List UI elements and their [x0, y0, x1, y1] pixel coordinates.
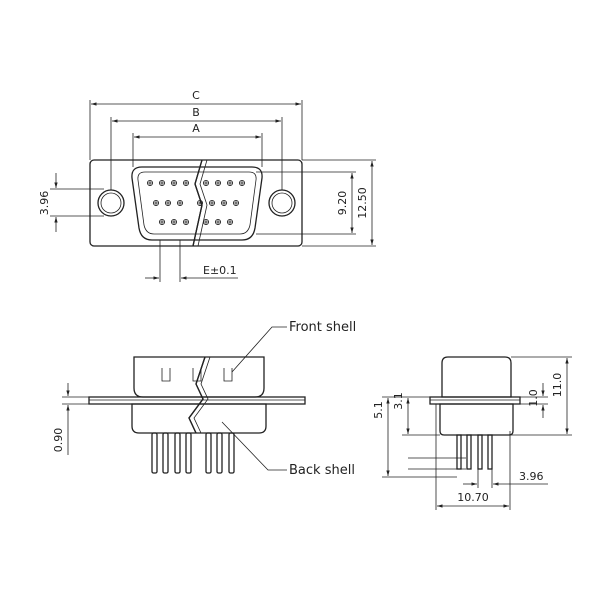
mounting-hole-left	[97, 189, 125, 217]
dim-a-label: A	[192, 122, 200, 135]
end-front-shell	[441, 356, 512, 398]
dim-090-label: 0.90	[52, 428, 65, 453]
pin-contact	[220, 199, 227, 206]
flange-outline	[89, 159, 303, 247]
solder-pin	[185, 432, 192, 474]
solder-pin	[151, 432, 158, 474]
pin-grid	[146, 179, 245, 225]
end-flange	[429, 396, 521, 405]
solder-pin	[228, 432, 235, 474]
solder-pin	[216, 432, 223, 474]
dim-31-label: 3.1	[392, 392, 405, 410]
pin-contact	[196, 199, 203, 206]
pin-contact	[202, 179, 209, 186]
dim-110-label: 11.0	[551, 373, 564, 398]
pin-contact	[152, 199, 159, 206]
dim-b-label: B	[192, 106, 200, 119]
mounting-hole-right	[268, 189, 296, 217]
pin-contact	[158, 218, 165, 225]
pin-contact	[226, 218, 233, 225]
pin-contact	[202, 218, 209, 225]
pin-contact	[146, 179, 153, 186]
pin-contact	[214, 218, 221, 225]
end-view: 5.1 3.1 1.0 11.0 3.96 10.70	[372, 356, 572, 510]
dim-10-label: 1.0	[527, 389, 540, 407]
pin-contact	[238, 179, 245, 186]
pin-contact	[182, 179, 189, 186]
pin-contact	[170, 218, 177, 225]
end-back-shell	[439, 403, 514, 436]
flange-plate	[88, 396, 306, 405]
back-shell-leader	[221, 421, 287, 471]
d-shell-inner	[137, 171, 257, 235]
pin-contact	[214, 179, 221, 186]
pin-contact	[182, 218, 189, 225]
front-shell-callout: Front shell	[289, 320, 356, 335]
dim-920-label: 9.20	[336, 191, 349, 216]
dim-396b-label: 3.96	[519, 470, 544, 483]
pin-contact	[158, 179, 165, 186]
back-shell-callout: Back shell	[289, 463, 355, 478]
dim-1250-label: 12.50	[356, 187, 369, 219]
side-pins	[151, 432, 235, 474]
front-view: C B A E±0.1 3.96 9.20 12.50	[38, 89, 376, 282]
pin-contact	[164, 199, 171, 206]
back-shell-body	[131, 403, 267, 434]
pin-contact	[176, 199, 183, 206]
dim-51-label: 5.1	[372, 401, 385, 419]
dim-1070-label: 10.70	[457, 491, 489, 504]
solder-pin	[174, 432, 181, 474]
pin-contact	[232, 199, 239, 206]
dim-e-label: E±0.1	[203, 264, 237, 277]
dim-396-label: 3.96	[38, 191, 51, 216]
solder-pin	[162, 432, 169, 474]
dim-c-label: C	[192, 89, 200, 102]
side-view: 0.90 Front shell Back shell	[52, 320, 356, 478]
pin-contact	[170, 179, 177, 186]
solder-pin	[205, 432, 212, 474]
pin-contact	[208, 199, 215, 206]
front-shell-leader	[231, 326, 287, 373]
pin-contact	[226, 179, 233, 186]
